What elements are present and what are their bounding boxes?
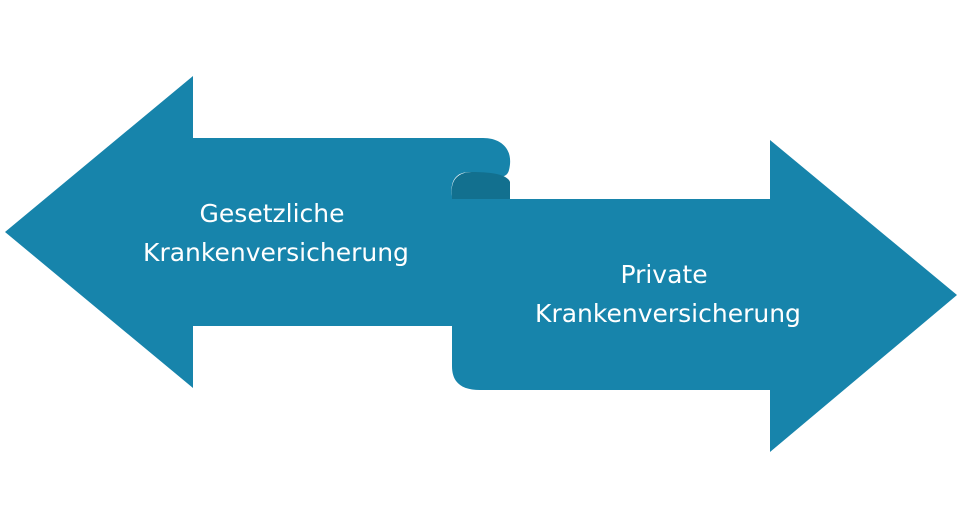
left-arrow-label: Gesetzliche Krankenversicherung xyxy=(143,199,409,267)
right-arrow-label: Private Krankenversicherung xyxy=(535,260,801,328)
left-arrow-shape xyxy=(5,76,511,388)
right-arrow-label-line2: Krankenversicherung xyxy=(535,299,801,328)
right-arrow-shape xyxy=(452,140,957,452)
left-arrow-label-line2: Krankenversicherung xyxy=(143,238,409,267)
ribbon-fold-shape xyxy=(451,172,510,199)
left-arrow-label-line1: Gesetzliche xyxy=(200,199,345,228)
right-arrow-label-line1: Private xyxy=(620,260,707,289)
